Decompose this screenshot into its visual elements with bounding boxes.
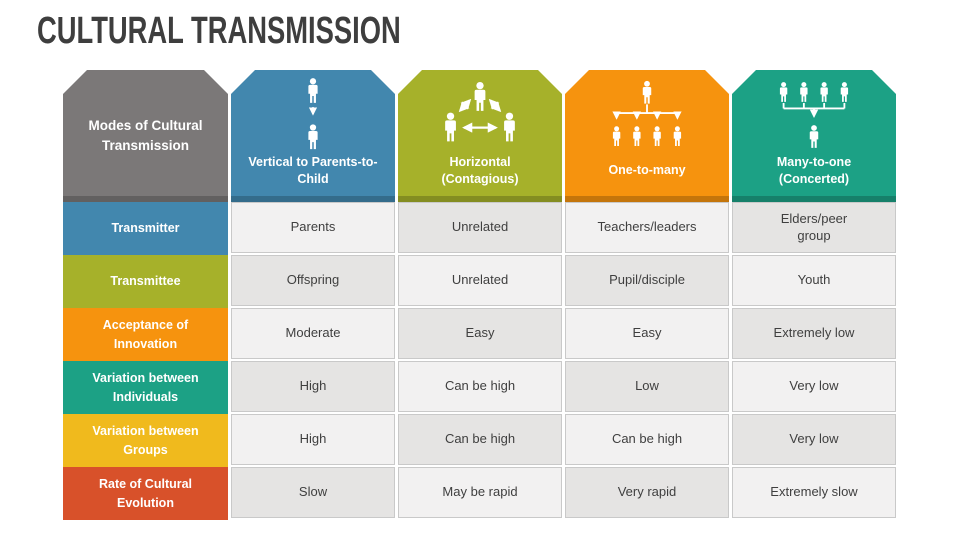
table-cell: Teachers/leaders — [565, 202, 729, 253]
table-cell: Very low — [732, 361, 896, 412]
column-header-label: Many-to-one (Concerted) — [776, 154, 852, 186]
table-cell: Youth — [732, 255, 896, 306]
one-to-many-icon — [608, 70, 686, 153]
column-header-many-to-one: Many-to-one (Concerted) — [732, 70, 896, 202]
table-cell: Slow — [231, 467, 395, 518]
table-cell: Can be high — [565, 414, 729, 465]
row-header-rate-of-evolution: Rate of Cultural Evolution — [63, 467, 228, 520]
table-cell: Low — [565, 361, 729, 412]
column-header-label: Vertical to Parents-to-Child — [248, 154, 378, 186]
corner-header-cell: Modes of Cultural Transmission — [63, 70, 228, 202]
table-cell: Very low — [732, 414, 896, 465]
table-cell: Very rapid — [565, 467, 729, 518]
column-header-label: One-to-many — [608, 163, 686, 178]
row-header-transmitter: Transmitter — [63, 202, 228, 255]
table-cell: Parents — [231, 202, 395, 253]
table-cell: Pupil/disciple — [565, 255, 729, 306]
table-cell: Unrelated — [398, 255, 562, 306]
vertical-transmission-icon — [301, 70, 325, 153]
table-cell: Extremely low — [732, 308, 896, 359]
table-cell: Can be high — [398, 361, 562, 412]
row-header-variation-groups: Variation between Groups — [63, 414, 228, 467]
horizontal-transmission-icon — [436, 70, 524, 153]
row-header-transmittee: Transmittee — [63, 255, 228, 308]
table-cell: Unrelated — [398, 202, 562, 253]
row-header-acceptance: Acceptance of Innovation — [63, 308, 228, 361]
table-cell: High — [231, 361, 395, 412]
table-cell: Offspring — [231, 255, 395, 306]
column-header-label: Horizontal (Contagious) — [441, 154, 519, 186]
corner-header-label: Modes of Cultural Transmission — [88, 117, 203, 153]
row-header-variation-individuals: Variation between Individuals — [63, 361, 228, 414]
many-to-one-icon — [775, 70, 853, 153]
column-header-horizontal: Horizontal (Contagious) — [398, 70, 562, 202]
column-header-one-to-many: One-to-many — [565, 70, 729, 202]
table-body: Transmitter Parents Unrelated Teachers/l… — [63, 202, 896, 520]
table-cell: Easy — [398, 308, 562, 359]
table-cell: Easy — [565, 308, 729, 359]
page-title: CULTURAL TRANSMISSION — [37, 10, 401, 52]
column-header-vertical: Vertical to Parents-to-Child — [231, 70, 395, 202]
table-cell: Can be high — [398, 414, 562, 465]
table-cell: Moderate — [231, 308, 395, 359]
table-header-row: Modes of Cultural Transmission Vertical … — [63, 70, 896, 202]
cultural-transmission-table: Modes of Cultural Transmission Vertical … — [63, 70, 896, 520]
table-cell: Elders/peer group — [732, 202, 896, 253]
table-cell: Extremely slow — [732, 467, 896, 518]
table-cell: May be rapid — [398, 467, 562, 518]
table-cell: High — [231, 414, 395, 465]
